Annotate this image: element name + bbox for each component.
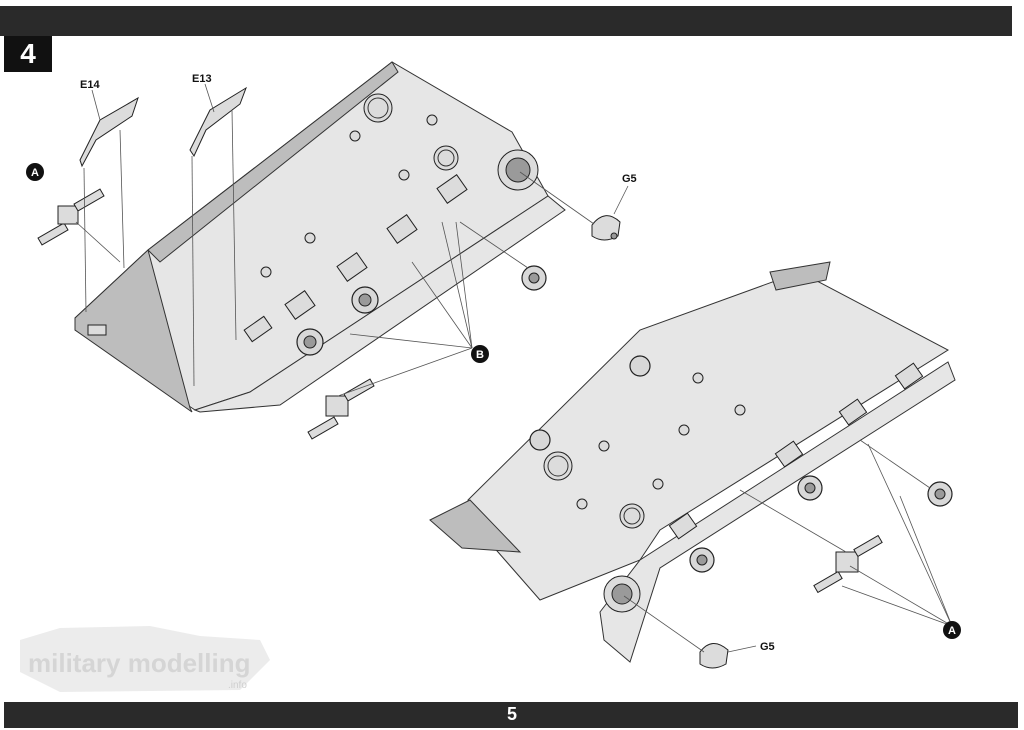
watermark: military modelling .info [20,626,270,692]
callout-a-top: A [26,163,44,181]
hull-lower [429,261,956,663]
suspension-unit-bottom-left [307,378,375,440]
suspension-unit-a-top [37,188,105,246]
callout-a-top-text: A [31,167,39,179]
fender-e13 [189,86,247,158]
suspension-unit-bottom-right [813,534,883,594]
callout-b: B [471,345,489,363]
label-e13: E13 [192,73,212,85]
callout-b-text: B [476,349,484,361]
header-bar [0,6,1012,36]
hull-upper [74,61,566,413]
label-g5-bottom: G5 [760,641,775,653]
page-number: 5 [506,704,517,724]
watermark-text: military modelling [28,648,251,678]
fender-e14 [79,96,139,168]
road-wheel-loose-bottom [927,481,953,507]
step-number: 4 [4,36,52,72]
road-wheel-loose-top [521,265,547,291]
callout-a-bottom-text: A [948,625,956,637]
watermark-suffix: .info [228,680,247,691]
label-e14: E14 [80,79,100,91]
callout-a-bottom: A [943,621,961,639]
label-g5-top: G5 [622,173,637,185]
footer-bar [4,702,1018,728]
drive-hub-g5-top [591,215,621,241]
drive-hub-g5-bottom [699,643,729,669]
